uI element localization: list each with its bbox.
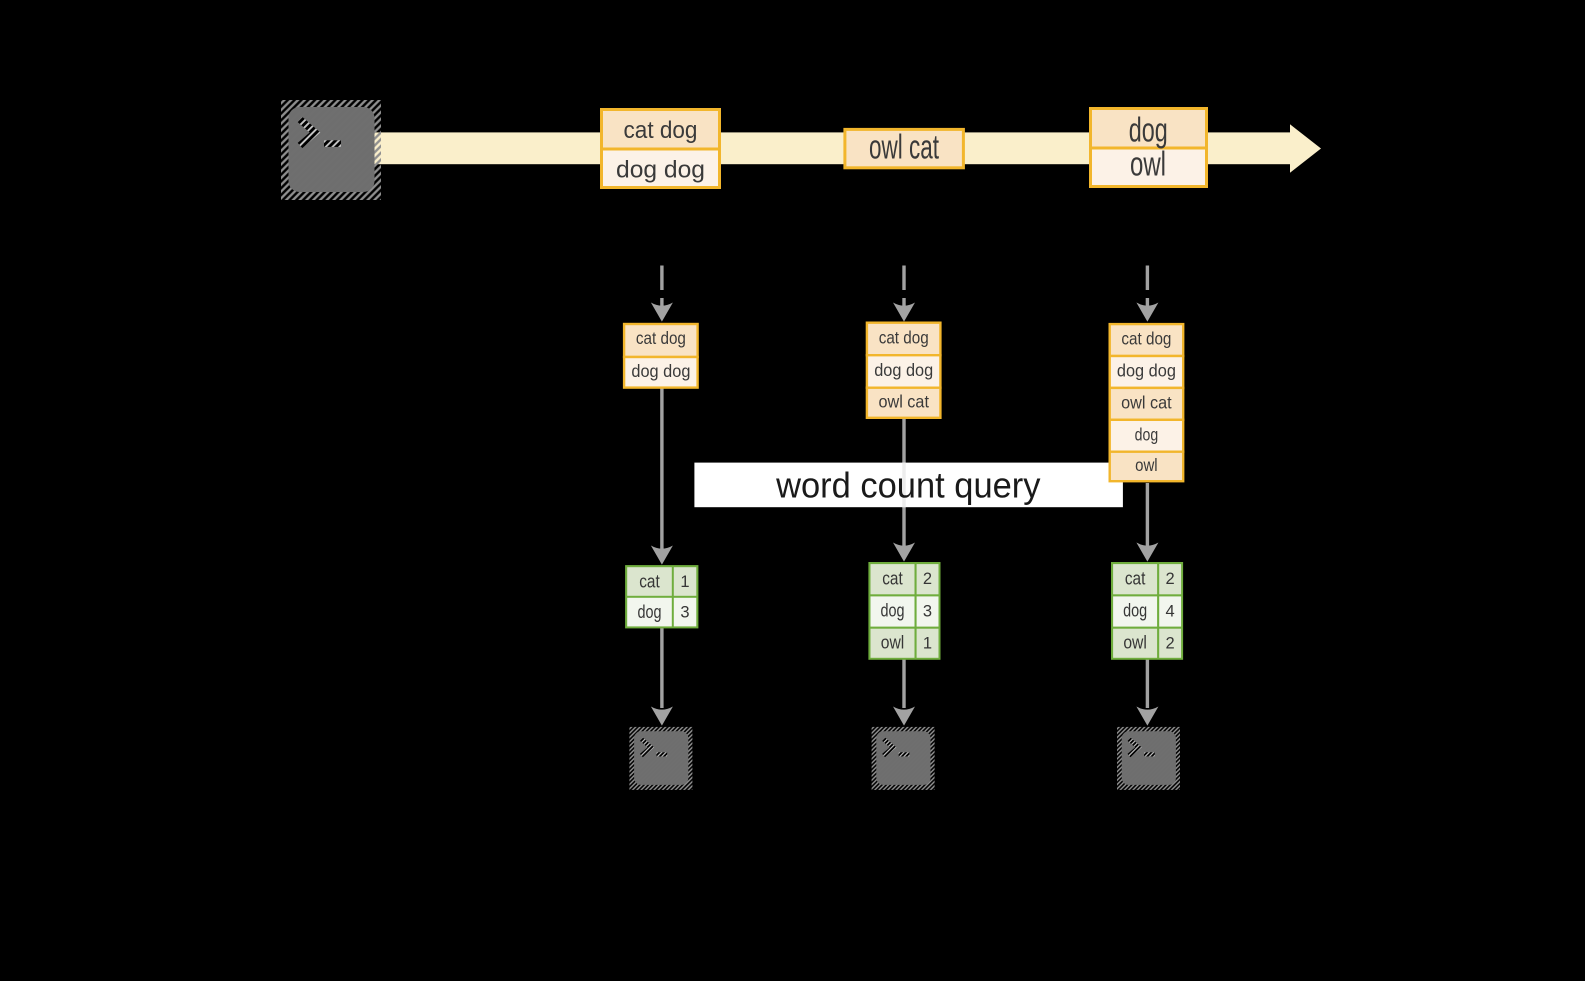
svg-text:owl cat: owl cat <box>1121 393 1172 413</box>
svg-text:4: 4 <box>1166 603 1175 621</box>
svg-text:dog: dog <box>637 602 661 622</box>
svg-text:owl cat: owl cat <box>869 129 939 167</box>
svg-text:cat dog: cat dog <box>624 116 698 143</box>
svg-text:1: 1 <box>923 634 932 652</box>
svg-text:owl cat: owl cat <box>878 392 929 412</box>
svg-text:3: 3 <box>923 603 932 621</box>
svg-text:owl: owl <box>881 632 905 652</box>
svg-text:dog dog: dog dog <box>874 361 933 381</box>
svg-text:2: 2 <box>923 570 932 588</box>
svg-text:owl: owl <box>1130 145 1166 183</box>
svg-text:cat dog: cat dog <box>1121 330 1171 349</box>
svg-text:1: 1 <box>680 573 689 591</box>
svg-text:cat dog: cat dog <box>879 329 929 348</box>
svg-text:dog dog: dog dog <box>631 362 690 382</box>
svg-text:cat dog: cat dog <box>636 329 686 348</box>
svg-text:2: 2 <box>1166 570 1175 588</box>
svg-text:dog: dog <box>1135 426 1159 445</box>
svg-text:owl: owl <box>1135 456 1158 475</box>
svg-text:dog: dog <box>880 601 904 621</box>
svg-text:cat: cat <box>639 571 660 592</box>
svg-text:word count query: word count query <box>775 466 1041 506</box>
svg-text:dog: dog <box>1123 601 1147 621</box>
svg-text:owl: owl <box>1123 632 1147 652</box>
svg-text:cat: cat <box>882 568 903 589</box>
svg-text:dog: dog <box>1129 112 1168 149</box>
svg-text:2: 2 <box>1166 634 1175 652</box>
svg-text:dog dog: dog dog <box>616 157 705 184</box>
svg-text:cat: cat <box>1125 568 1146 589</box>
svg-text:3: 3 <box>680 604 689 622</box>
svg-text:dog dog: dog dog <box>1117 361 1176 381</box>
